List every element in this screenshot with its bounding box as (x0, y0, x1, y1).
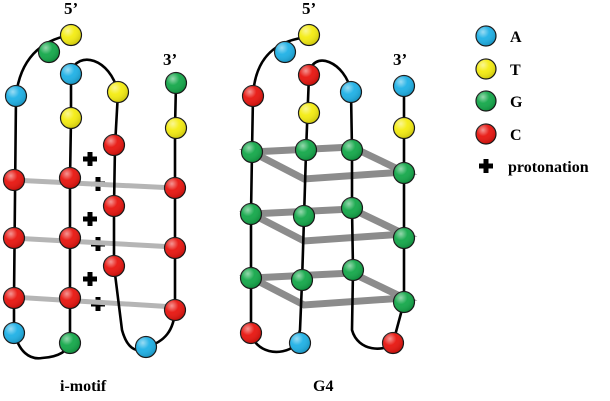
g4-tetrads (238, 143, 418, 309)
nucleotide-shine (298, 64, 320, 86)
nucleotide-shine (3, 169, 25, 191)
imotif-cc-pairs (9, 177, 178, 310)
legend-item-protonation: protonation (479, 159, 589, 176)
nucleotide-shine (3, 227, 25, 249)
nucleotide-shine (341, 197, 363, 219)
nucleotide-shine (393, 117, 415, 139)
g4-bases (239, 23, 416, 355)
imotif-cc-pair (9, 235, 178, 250)
imotif-cc-pair (9, 177, 178, 191)
legend: A T G C protonation (475, 25, 589, 176)
imotif-3prime-label: 3’ (163, 50, 177, 69)
nucleotide-shine (103, 134, 125, 156)
nucleotide-shine (341, 139, 363, 161)
nucleotide-shine (5, 85, 27, 107)
nucleotide-shine (291, 269, 313, 291)
legend-swatch-shine (476, 26, 496, 46)
nucleotide-shine (60, 107, 82, 129)
nucleotide-shine (240, 322, 262, 344)
legend-swatch-shine (476, 91, 496, 111)
legend-label-g: G (510, 94, 523, 111)
legend-swatch-shine (476, 59, 496, 79)
legend-label-t: T (510, 62, 521, 79)
plus-icon (479, 159, 493, 173)
legend-swatch-shine (476, 124, 496, 144)
protonation-plus-icon (83, 212, 97, 226)
protonation-plus-icon (83, 272, 97, 286)
nucleotide-shine (165, 117, 187, 139)
nucleotide-shine (393, 291, 415, 313)
imotif-5prime-label: 5’ (64, 0, 78, 18)
nucleotide-shine (240, 267, 262, 289)
nucleotide-shine (393, 162, 415, 184)
nucleotide-shine (59, 332, 81, 354)
nucleotide-shine (164, 299, 186, 321)
imotif-plus-layer (83, 152, 105, 311)
nucleotide-shine (241, 141, 263, 163)
nucleotide-shine (393, 75, 415, 97)
nucleotide-shine (274, 41, 296, 63)
nucleotide-shine (289, 332, 311, 354)
nucleotide-shine (298, 24, 320, 46)
nucleotide-shine (59, 227, 81, 249)
nucleotide-shine (107, 81, 129, 103)
nucleotide-shine (164, 237, 186, 259)
g4-structure: 5’ 3’ G4 (238, 0, 418, 395)
nucleotide-shine (3, 287, 25, 309)
nucleotide-shine (103, 195, 125, 217)
legend-label-protonation: protonation (508, 159, 589, 176)
nucleotide-shine (165, 72, 187, 94)
nucleotide-shine (295, 139, 317, 161)
g4-3prime-label: 3’ (393, 50, 407, 69)
legend-item-t: T (475, 58, 521, 80)
nucleotide-shine (3, 322, 25, 344)
g-tetrad (238, 205, 418, 245)
legend-item-c: C (475, 123, 522, 145)
legend-item-g: G (475, 90, 523, 112)
nucleotide-shine (59, 287, 81, 309)
nucleotide-shine (393, 227, 415, 249)
nucleotide-shine (340, 81, 362, 103)
imotif-bases (2, 23, 188, 359)
nucleotide-shine (135, 336, 157, 358)
legend-label-c: C (510, 127, 522, 144)
g-tetrad (238, 269, 418, 309)
imotif-structure: 5’ 3’ i-motif (2, 0, 188, 395)
nucleotide-shine (293, 205, 315, 227)
imotif-strand (12, 33, 178, 360)
nucleotide-shine (382, 332, 404, 354)
legend-item-a: A (475, 25, 522, 47)
nucleotide-shine (298, 102, 320, 124)
protonation-plus-icon (83, 152, 97, 166)
legend-label-a: A (510, 29, 522, 46)
imotif-caption: i-motif (60, 378, 107, 395)
imotif-cc-pair (9, 294, 178, 310)
nucleotide-shine (60, 63, 82, 85)
g4-5prime-label: 5’ (302, 0, 316, 18)
nucleotide-shine (164, 177, 186, 199)
nucleotide-shine (60, 24, 82, 46)
g-tetrad (238, 143, 418, 183)
g4-caption: G4 (313, 378, 333, 395)
nucleotide-shine (242, 85, 264, 107)
nucleotide-shine (59, 167, 81, 189)
nucleotide-shine (103, 255, 125, 277)
nucleotide-shine (342, 259, 364, 281)
nucleotide-shine (240, 203, 262, 225)
nucleotide-shine (38, 41, 60, 63)
